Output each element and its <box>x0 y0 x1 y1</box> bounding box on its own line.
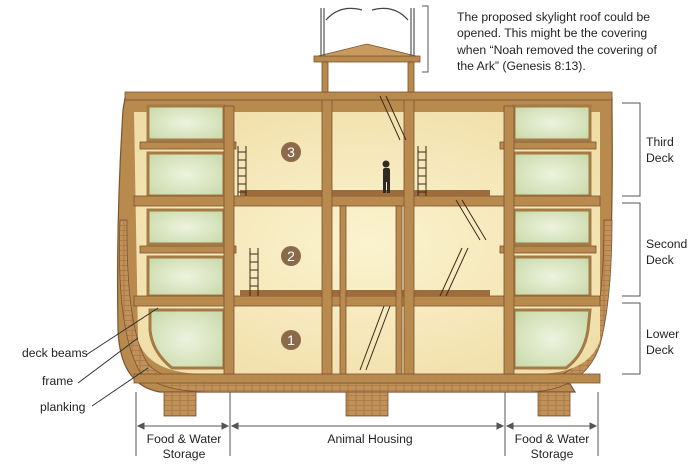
support-blocks <box>163 391 571 417</box>
storage-right-second-b <box>512 255 592 298</box>
zone-left-label: Food & Water Storage <box>142 432 226 462</box>
zone-dimension-lines <box>135 392 599 456</box>
note-line-2: opened. This might be the covering <box>457 26 648 41</box>
deck-number-2: 2 <box>281 246 301 266</box>
deck-brackets <box>622 102 641 375</box>
zone-center-label: Animal Housing <box>320 432 420 447</box>
note-line-1: The proposed skylight roof could be <box>457 10 651 24</box>
second-deck-label: Second Deck <box>646 237 688 267</box>
leader-lines <box>77 307 159 407</box>
storage-right-second <box>512 208 592 246</box>
third-deck-label: Third Deck <box>646 135 674 165</box>
skylight-flaps <box>320 7 415 56</box>
note-line-3: when “Noah removed the covering of <box>457 42 657 57</box>
hull-interior <box>134 112 600 374</box>
note-line-4: the Ark” (Genesis 8:13). <box>457 59 586 74</box>
skylight-roof <box>313 43 421 93</box>
top-rail <box>124 91 613 101</box>
lower-deck-label: Lower Deck <box>646 327 680 357</box>
storage-left-third <box>146 104 226 142</box>
deck-number-1: 1 <box>281 330 301 350</box>
deck-railing <box>240 190 490 296</box>
deck-number-3: 3 <box>281 142 301 162</box>
skylight-note: The proposed skylight roof could be open… <box>457 9 697 75</box>
ladders <box>237 95 487 371</box>
storage-left-lower <box>148 308 226 370</box>
storage-left-third-b <box>146 151 226 198</box>
deck-beams-label: deck beams <box>22 346 88 360</box>
storage-left-second-b <box>146 255 226 298</box>
frame-label: frame <box>42 374 74 388</box>
person-silhouette <box>382 160 390 193</box>
storage-left-second <box>146 208 226 246</box>
storage-right-lower <box>512 308 592 370</box>
storage-right-third <box>512 104 592 142</box>
note-bracket <box>422 5 429 73</box>
zone-right-label: Food & Water Storage <box>510 432 594 462</box>
planking-label: planking <box>40 400 86 414</box>
storage-right-third-b <box>512 151 592 198</box>
posts <box>223 97 515 375</box>
